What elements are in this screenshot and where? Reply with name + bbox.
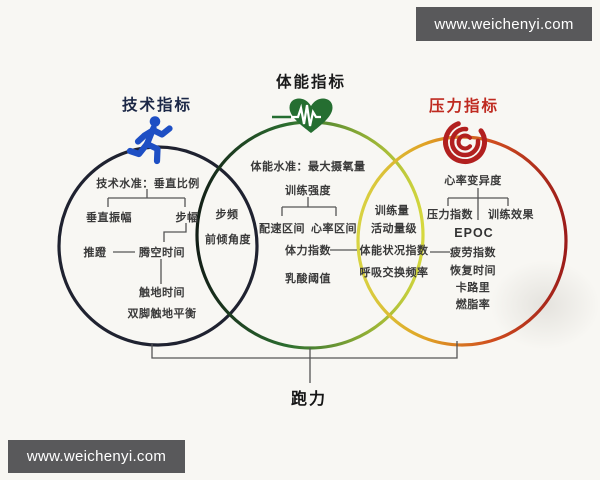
label-training-volume: 训练量 bbox=[374, 205, 410, 217]
label-stamina-index: 体力指数 bbox=[285, 245, 331, 257]
label-fatigue-index: 疲劳指数 bbox=[450, 247, 496, 259]
label-flight-time: 腾空时间 bbox=[139, 247, 185, 259]
label-fat-burn-rate: 燃脂率 bbox=[455, 299, 491, 311]
label-tech-level: 技术水准：垂直比例 bbox=[96, 178, 200, 190]
label-stride-length: 步幅 bbox=[175, 212, 199, 224]
label-lean-angle: 前倾角度 bbox=[205, 234, 251, 246]
fitness-section-title: 体能指标 bbox=[275, 74, 347, 91]
label-cadence: 步频 bbox=[215, 209, 239, 221]
connector-tech-level-bracket bbox=[107, 189, 186, 207]
connector-intensity-bracket bbox=[281, 197, 337, 216]
connector-hrv-bracket bbox=[447, 188, 509, 220]
label-calories: 卡路里 bbox=[455, 282, 491, 294]
label-activity-level: 活动量级 bbox=[371, 223, 417, 235]
watermark-top: www.weichenyi.com bbox=[416, 7, 592, 41]
label-epoc: EPOC bbox=[454, 226, 494, 240]
watermark-top-text: www.weichenyi.com bbox=[434, 15, 574, 33]
stress-circle bbox=[356, 135, 568, 347]
label-hr-zone: 心率区间 bbox=[311, 223, 357, 235]
label-vertical-oscillation: 垂直振幅 bbox=[86, 212, 132, 224]
label-ground-contact-time: 触地时间 bbox=[139, 287, 185, 299]
label-pace-zone: 配速区间 bbox=[259, 223, 305, 235]
stress-section-title: 压力指标 bbox=[428, 98, 500, 115]
label-training-intensity: 训练强度 bbox=[285, 185, 331, 197]
label-lactate-threshold: 乳酸阈值 bbox=[285, 273, 331, 285]
label-gct-balance: 双脚触地平衡 bbox=[127, 308, 197, 320]
watermark-bottom: www.weichenyi.com bbox=[8, 440, 185, 473]
runner-icon bbox=[126, 116, 173, 165]
stress-spiral-icon bbox=[443, 121, 488, 164]
heart-ecg-icon bbox=[272, 98, 333, 133]
tech-section-title: 技术指标 bbox=[121, 97, 193, 114]
label-respiratory-exchange-rate: 呼吸交换频率 bbox=[359, 267, 429, 279]
label-push-off: 推蹬 bbox=[83, 247, 107, 259]
label-fitness-condition-index: 体能状况指数 bbox=[359, 245, 429, 257]
label-stress-index: 压力指数 bbox=[427, 209, 473, 221]
connector-stride-to-flighttime bbox=[163, 223, 187, 242]
label-fitness-level: 体能水准：最大摄氧量 bbox=[250, 161, 366, 173]
watermark-bottom-text: www.weichenyi.com bbox=[26, 448, 167, 465]
label-training-effect: 训练效果 bbox=[488, 209, 534, 221]
label-run-power: 跑力 bbox=[290, 391, 328, 408]
label-hrv: 心率变异度 bbox=[444, 175, 502, 187]
connector-bottom-bracket bbox=[151, 341, 458, 383]
label-recovery-time: 恢复时间 bbox=[450, 265, 496, 277]
